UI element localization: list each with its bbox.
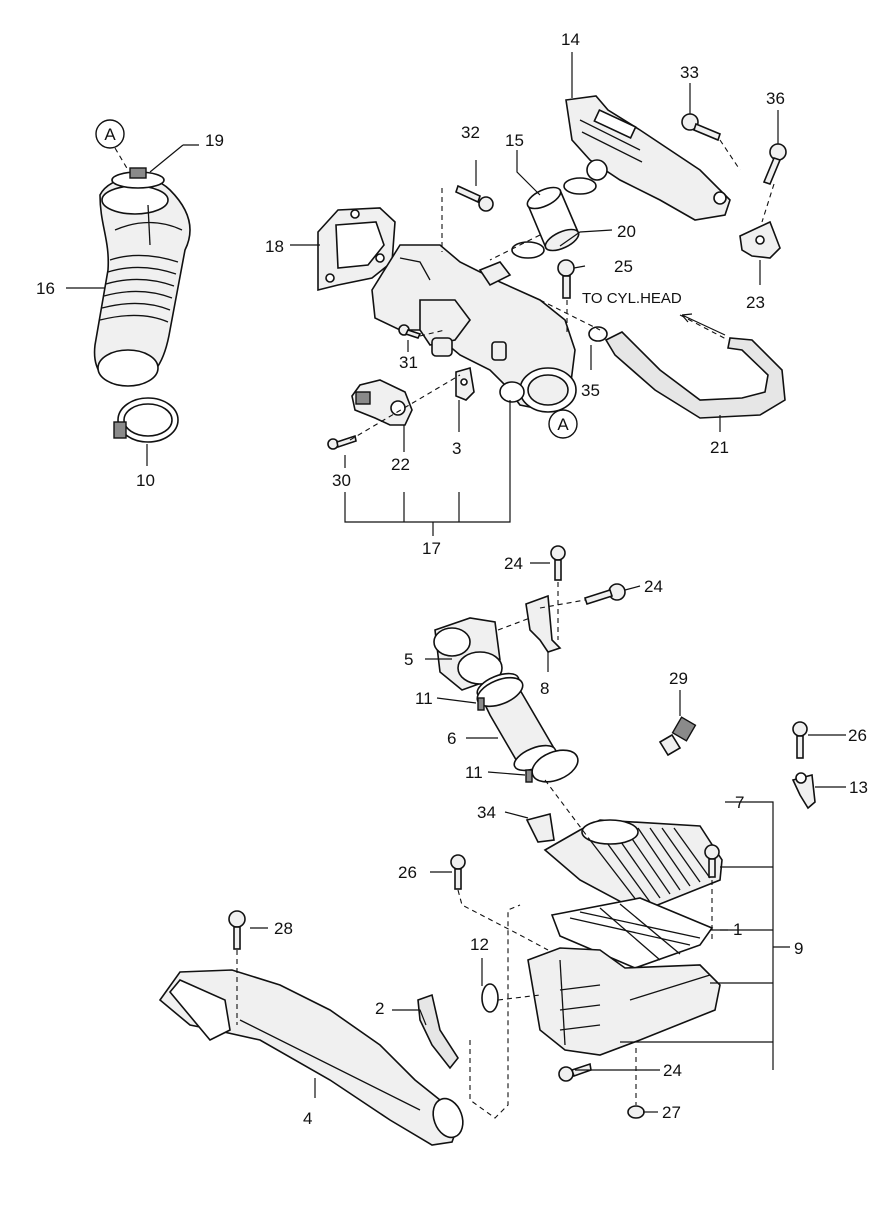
dashed-guides (114, 139, 775, 1119)
bracket-3[interactable] (455, 366, 475, 401)
ref-label-a-bottom: A (557, 415, 569, 434)
label-13: 13 (849, 778, 868, 797)
throttle-body-17[interactable] (371, 244, 577, 413)
label-14: 14 (561, 30, 580, 49)
air-flow-sensor-5[interactable] (433, 617, 503, 691)
bracket-34[interactable] (525, 813, 555, 843)
resonator-14[interactable] (565, 95, 731, 221)
air-filter-1[interactable] (550, 897, 714, 969)
bolt-30[interactable] (327, 434, 357, 450)
clamp-11-upper[interactable] (473, 672, 526, 712)
bolt-31[interactable] (398, 324, 422, 339)
label-17: 17 (422, 539, 441, 558)
bolt-33[interactable] (681, 113, 721, 142)
label-21: 21 (710, 438, 729, 457)
ref-label-a-top: A (104, 125, 116, 144)
label-30: 30 (332, 471, 351, 490)
bolt-26-left[interactable] (450, 854, 466, 890)
label-8: 8 (540, 679, 549, 698)
ref-circle-a-top (95, 119, 125, 149)
label-15: 15 (505, 131, 524, 150)
clamp-11-lower[interactable] (525, 744, 582, 788)
label-32: 32 (461, 123, 480, 142)
temp-sensor-29[interactable] (658, 716, 697, 757)
bolt-24-lower[interactable] (558, 1062, 592, 1082)
bracket-8[interactable] (525, 594, 562, 653)
label-20: 20 (617, 222, 636, 241)
label-10: 10 (136, 471, 155, 490)
callout-labels: 19 16 10 18 32 15 14 33 36 20 25 23 TO C… (36, 30, 868, 1128)
bolt-32[interactable] (455, 184, 494, 212)
label-26-left: 26 (398, 863, 417, 882)
label-1: 1 (733, 920, 742, 939)
air-duct-4[interactable] (158, 969, 468, 1146)
label-9: 9 (794, 939, 803, 958)
label-7: 7 (735, 793, 744, 812)
bracket-13[interactable] (791, 772, 816, 810)
label-34: 34 (477, 803, 496, 822)
label-25: 25 (614, 257, 633, 276)
air-cleaner-body[interactable] (527, 947, 721, 1056)
label-26-right: 26 (848, 726, 867, 745)
label-11-lower: 11 (465, 763, 483, 782)
leader-lines (66, 52, 846, 1113)
label-28: 28 (274, 919, 293, 938)
bolt-7[interactable] (704, 844, 720, 878)
clamp-35[interactable] (588, 326, 608, 342)
bolt-25[interactable] (557, 259, 575, 299)
ref-circle-a-bottom (548, 409, 578, 439)
label-33: 33 (680, 63, 699, 82)
bolt-28[interactable] (228, 910, 246, 950)
label-5: 5 (404, 650, 413, 669)
label-16: 16 (36, 279, 55, 298)
label-19: 19 (205, 131, 224, 150)
cyl-head-arrow (681, 313, 726, 336)
intake-hose-16[interactable] (93, 176, 191, 387)
label-2: 2 (375, 999, 384, 1018)
label-22: 22 (391, 455, 410, 474)
label-4: 4 (303, 1109, 312, 1128)
filter-element-15[interactable] (524, 183, 581, 255)
bolt-24-top[interactable] (550, 545, 566, 581)
label-27: 27 (662, 1103, 681, 1122)
hose-clamp-10[interactable] (113, 397, 179, 443)
bolt-24-right[interactable] (583, 583, 626, 606)
sensor-22[interactable] (351, 379, 413, 426)
air-cleaner-cover[interactable] (543, 819, 723, 913)
label-36: 36 (766, 89, 785, 108)
note-to-cyl-head: TO CYL.HEAD (582, 290, 682, 307)
grommet-27[interactable] (627, 1105, 645, 1119)
label-29: 29 (669, 669, 688, 688)
label-12: 12 (470, 935, 489, 954)
label-24-lower: 24 (663, 1061, 682, 1080)
gasket-18[interactable] (317, 207, 396, 292)
hose-2[interactable] (417, 993, 459, 1070)
label-3: 3 (452, 439, 461, 458)
label-18: 18 (265, 237, 284, 256)
pcv-hose-21[interactable] (604, 331, 786, 419)
clamp-12[interactable] (481, 983, 499, 1013)
bolt-26-right[interactable] (792, 721, 808, 759)
label-23: 23 (746, 293, 765, 312)
label-31: 31 (399, 353, 418, 372)
bolt-36[interactable] (762, 143, 787, 185)
label-11-upper: 11 (415, 689, 433, 708)
label-6: 6 (447, 729, 456, 748)
bracket-23[interactable] (739, 220, 781, 259)
label-24-right: 24 (644, 577, 663, 596)
label-35: 35 (581, 381, 600, 400)
hose-clamp-19[interactable] (111, 167, 165, 189)
label-24-top: 24 (504, 554, 523, 573)
clamp-20[interactable] (511, 177, 597, 259)
